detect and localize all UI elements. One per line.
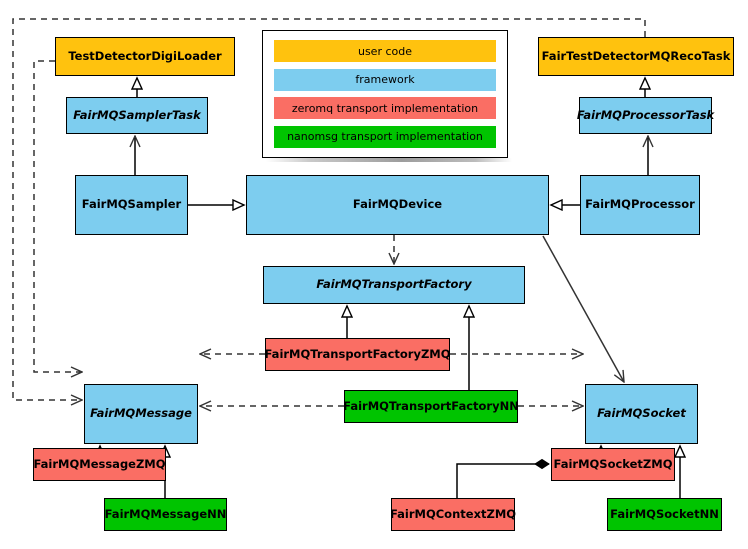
legend-item-framework: framework: [274, 68, 496, 91]
legend-item-nanomsg: nanomsg transport implementation: [274, 125, 496, 148]
edge-device-socket: [542, 235, 624, 382]
legend-label-framework: framework: [355, 73, 415, 87]
class-node-fair-mq-sampler[interactable]: FairMQSampler: [75, 175, 188, 235]
edge-recotask-message: [12, 18, 646, 400]
class-node-fair-mq-transport-factory[interactable]: FairMQTransportFactory: [263, 266, 525, 304]
edge-digiloader-message: [33, 60, 82, 372]
class-node-fair-mq-processor[interactable]: FairMQProcessor: [580, 175, 700, 235]
legend-label-user-code: user code: [357, 44, 413, 58]
class-node-fair-mq-transport-factory-nn[interactable]: FairMQTransportFactoryNN: [343, 390, 519, 423]
class-node-fair-mq-context-zmq[interactable]: FairMQContextZMQ: [390, 498, 516, 531]
class-node-test-detector-digi-loader[interactable]: TestDetectorDigiLoader: [55, 37, 235, 76]
legend-box: user code framework zeromq transport imp…: [262, 30, 508, 158]
class-node-fair-mq-socket[interactable]: FairMQSocket: [585, 384, 698, 444]
legend-item-user-code: user code: [274, 40, 496, 62]
edge-socketzmq-contextzmq: [456, 458, 550, 498]
legend-label-nanomsg: nanomsg transport implementation: [287, 130, 483, 144]
class-node-fair-mq-transport-factory-zmq[interactable]: FairMQTransportFactoryZMQ: [265, 338, 451, 371]
class-node-fair-mq-socket-nn[interactable]: FairMQSocketNN: [607, 498, 722, 531]
class-node-fair-mq-socket-zmq[interactable]: FairMQSocketZMQ: [551, 448, 675, 481]
class-node-fair-mq-device[interactable]: FairMQDevice: [246, 175, 549, 235]
class-node-fair-test-detector-mq-reco-task[interactable]: FairTestDetectorMQRecoTask: [538, 37, 734, 76]
class-node-fair-mq-message-zmq[interactable]: FairMQMessageZMQ: [33, 448, 166, 481]
legend-item-zeromq: zeromq transport implementation: [274, 97, 496, 120]
class-node-fair-mq-processor-task[interactable]: FairMQProcessorTask: [577, 97, 714, 134]
class-node-fair-mq-message[interactable]: FairMQMessage: [84, 384, 198, 444]
class-node-fair-mq-message-nn[interactable]: FairMQMessageNN: [104, 498, 227, 531]
legend-label-zeromq: zeromq transport implementation: [291, 101, 479, 115]
legend-shadow: [266, 158, 512, 162]
class-node-fair-mq-sampler-task[interactable]: FairMQSamplerTask: [66, 97, 208, 134]
